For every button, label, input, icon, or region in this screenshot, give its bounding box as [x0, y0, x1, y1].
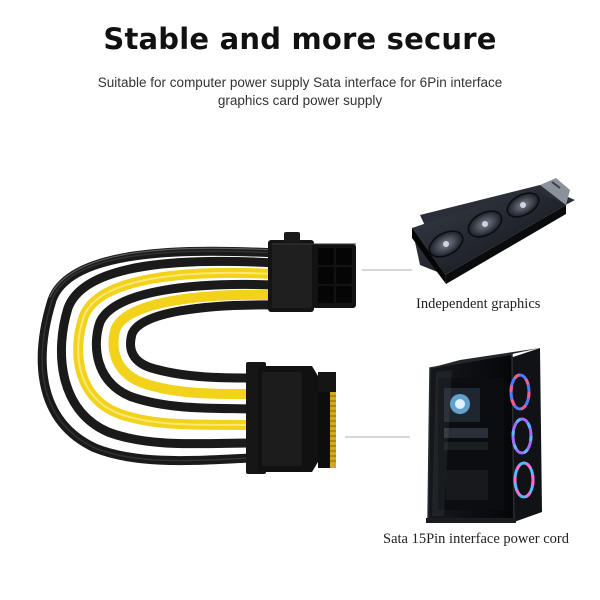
sata-15pin-connector — [246, 362, 336, 474]
graphics-card-image — [412, 178, 575, 284]
description: Suitable for computer power supply Sata … — [0, 74, 600, 110]
product-illustration — [37, 178, 575, 523]
gpu-caption: Independent graphics — [416, 296, 541, 312]
cable-bundle — [37, 246, 280, 466]
headline: Stable and more secure — [103, 22, 497, 56]
gold-pins — [330, 392, 336, 468]
description-line-1: Suitable for computer power supply Sata … — [97, 75, 503, 90]
pcie-6pin-connector — [268, 232, 356, 312]
sata-caption: Sata 15Pin interface power cord — [383, 531, 570, 547]
pc-case-image — [426, 348, 542, 523]
description-line-2: graphics card power supply — [217, 93, 383, 108]
rgb-fans — [509, 373, 535, 499]
